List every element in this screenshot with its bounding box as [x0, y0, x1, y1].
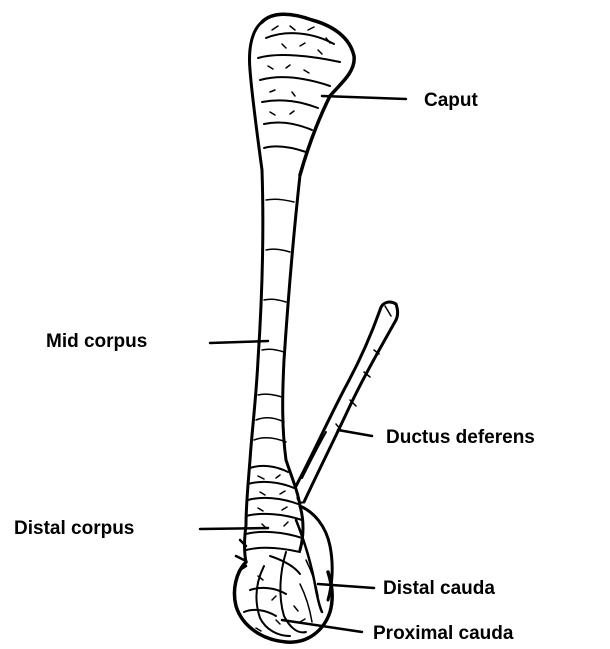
label-mid-corpus: Mid corpus [46, 332, 147, 351]
mid-corpus-region [250, 170, 300, 460]
leader-ductus-deferens [338, 430, 372, 436]
label-ductus-deferens: Ductus deferens [386, 428, 535, 447]
caput-region [250, 14, 355, 175]
leader-distal-cauda [318, 584, 374, 588]
cauda-region [234, 506, 332, 642]
distal-corpus-region [245, 460, 304, 562]
label-caput: Caput [424, 91, 478, 110]
label-proximal-cauda: Proximal cauda [373, 624, 513, 643]
leader-caput [322, 96, 406, 99]
leader-distal-corpus [200, 528, 268, 529]
ductus-deferens-region [296, 302, 398, 503]
label-distal-corpus: Distal corpus [14, 519, 134, 538]
leader-lines [200, 96, 406, 632]
label-distal-cauda: Distal cauda [383, 579, 495, 598]
